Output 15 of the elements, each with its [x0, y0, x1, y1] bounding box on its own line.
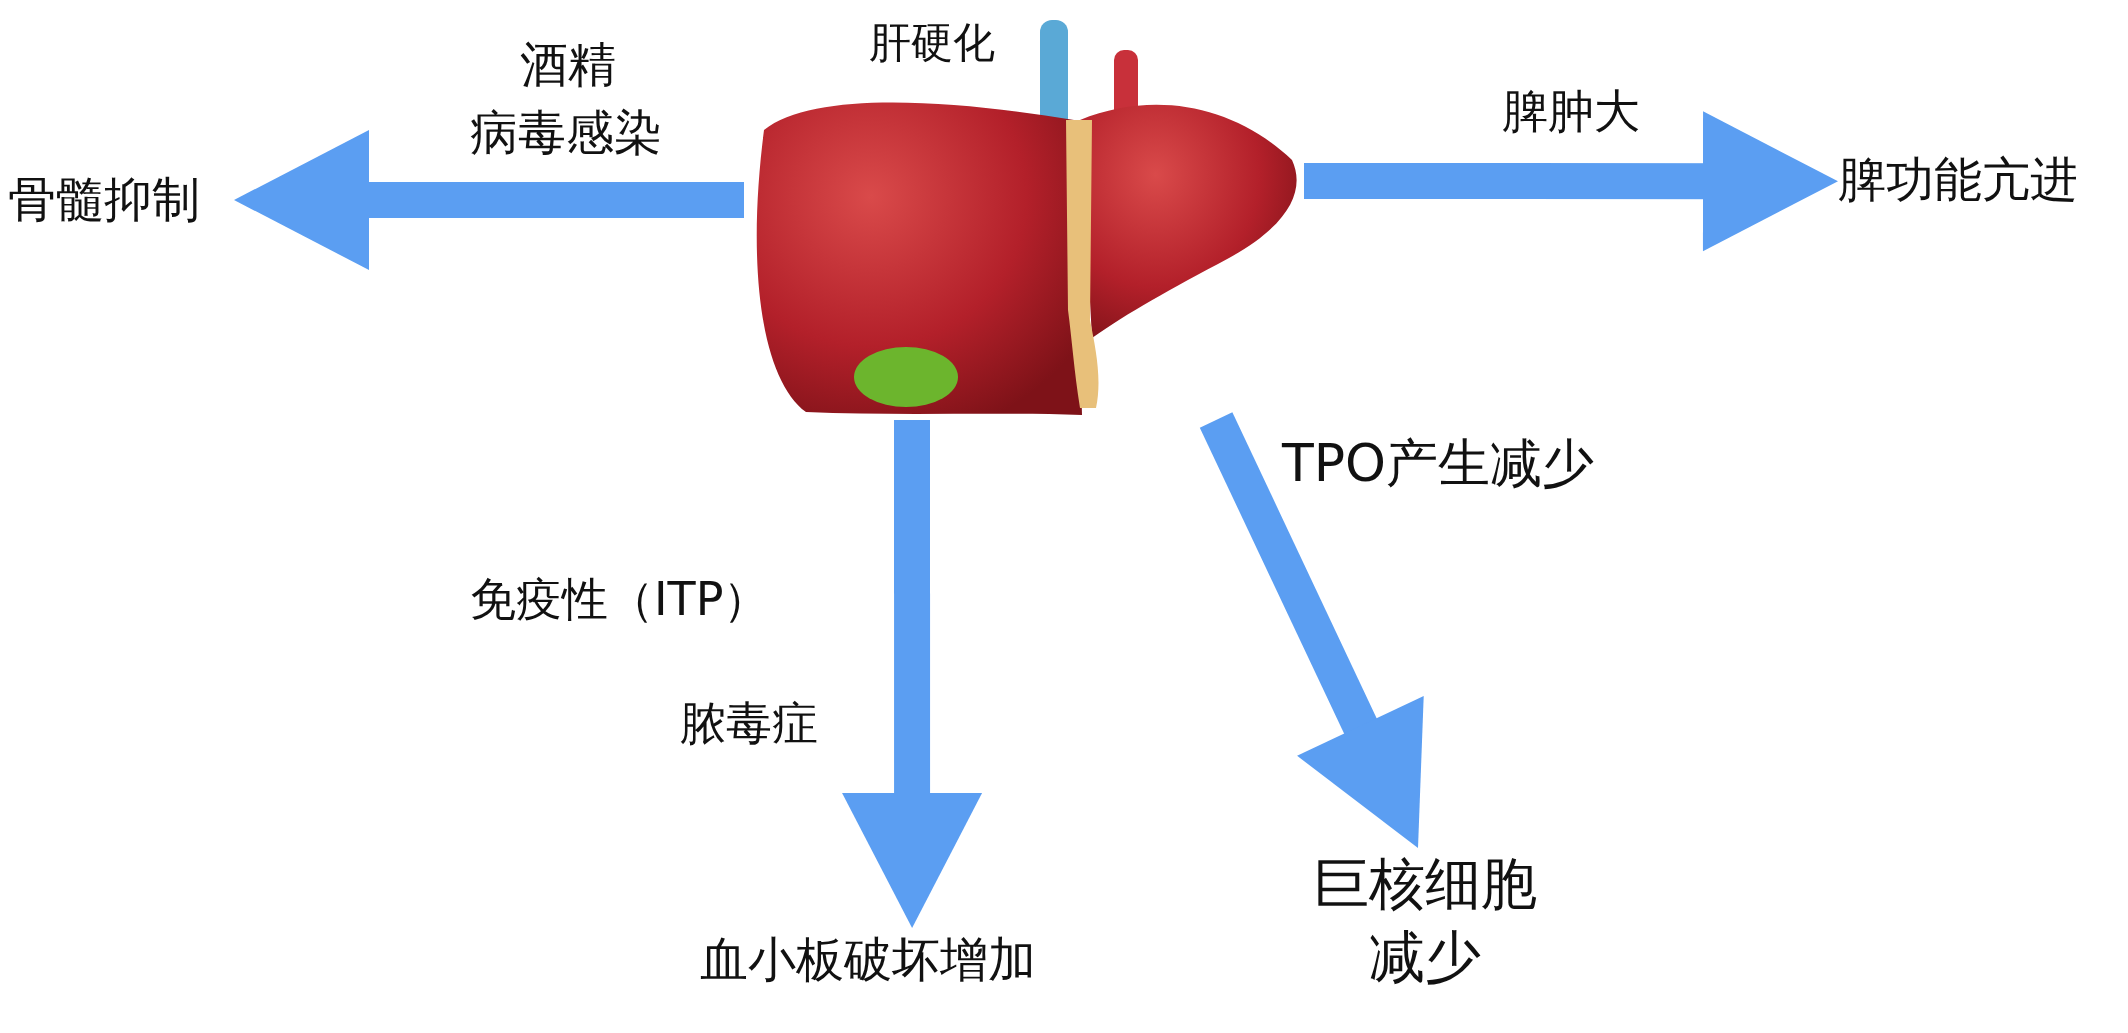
edge-label: TPO产生减少	[1282, 432, 1595, 495]
node-label: 肝硬化	[869, 17, 995, 69]
block-arrow	[1199, 412, 1424, 848]
node-label: 骨髓抑制	[8, 170, 200, 229]
node-label: 巨核细胞减少	[1312, 850, 1538, 991]
cause-label: 病毒感染	[470, 104, 662, 162]
node-label: 脾功能亢进	[1838, 150, 2078, 209]
block-arrow	[1304, 111, 1838, 252]
node-label: 血小板破坏增加	[700, 930, 1036, 989]
block-arrow	[234, 130, 744, 270]
cause-label: 免疫性（ITP）	[470, 572, 770, 628]
edge-label: 脾肿大	[1502, 84, 1640, 140]
cause-label: 酒精	[520, 36, 616, 94]
block-arrow	[842, 420, 983, 928]
cause-label: 脓毒症	[680, 696, 818, 752]
